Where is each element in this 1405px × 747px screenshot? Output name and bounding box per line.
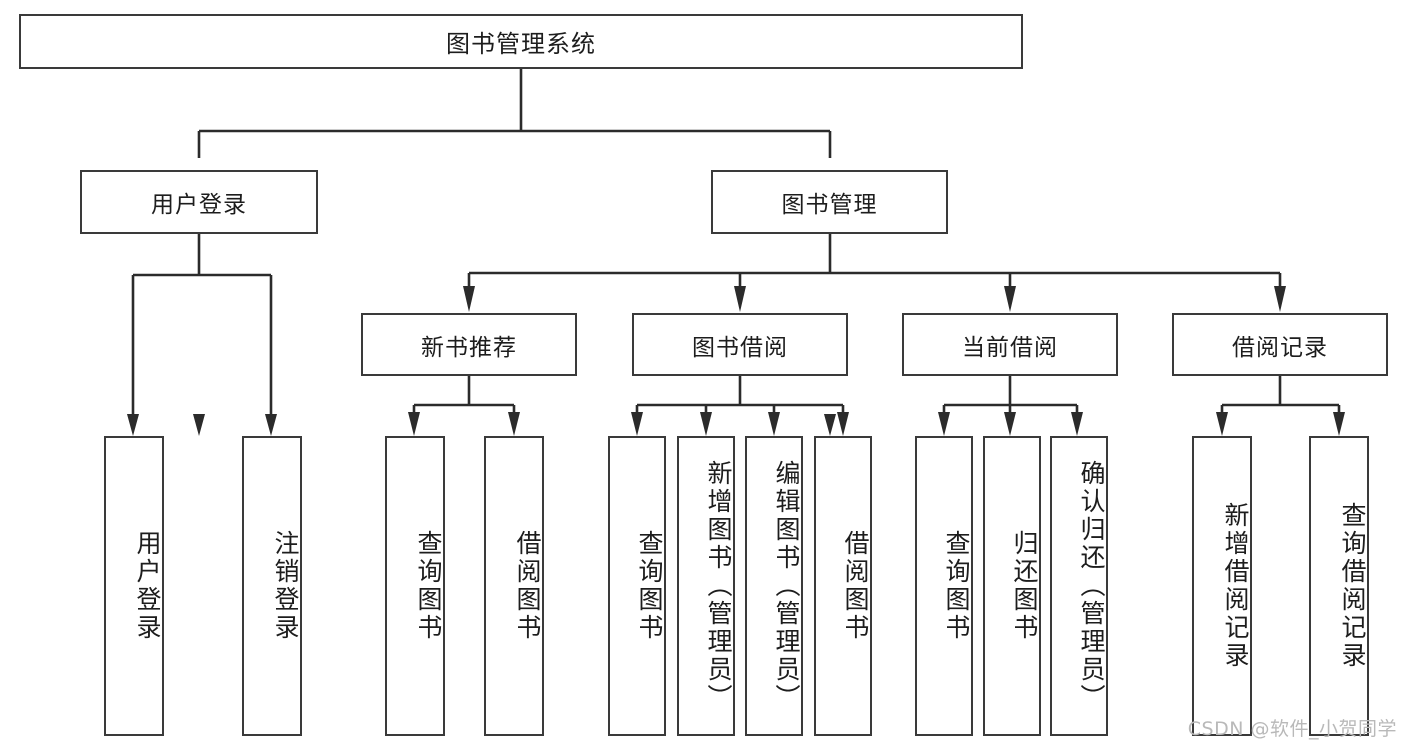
leaf-confirm-return[interactable]: 确认归还（管理员） <box>1050 436 1108 736</box>
node-label: 查询图书 <box>942 530 971 642</box>
leaf-query-book-new[interactable]: 查询图书 <box>385 436 445 736</box>
node-label: 新增图书（管理员） <box>704 460 733 712</box>
node-label: 编辑图书（管理员） <box>772 460 801 712</box>
node-user-login[interactable]: 用户登录 <box>80 170 318 234</box>
leaf-borrow-book[interactable]: 借阅图书 <box>814 436 872 736</box>
watermark-text: CSDN @软件_小贺同学 <box>1187 718 1397 740</box>
node-label: 确认归还（管理员） <box>1077 460 1106 712</box>
leaf-return-book[interactable]: 归还图书 <box>983 436 1041 736</box>
node-book-management[interactable]: 图书管理 <box>711 170 948 234</box>
node-label: 查询借阅记录 <box>1338 502 1367 670</box>
node-label: 当前借阅 <box>962 334 1058 361</box>
node-borrow-record[interactable]: 借阅记录 <box>1172 313 1388 376</box>
leaf-query-book-borrow[interactable]: 查询图书 <box>608 436 666 736</box>
node-label: 新增借阅记录 <box>1221 502 1250 670</box>
leaf-user-login[interactable]: 用户登录 <box>104 436 164 736</box>
leaf-add-borrow-record[interactable]: 新增借阅记录 <box>1192 436 1252 736</box>
node-label: 用户登录 <box>151 192 247 218</box>
node-label: 借阅图书 <box>841 530 870 642</box>
node-current-borrow[interactable]: 当前借阅 <box>902 313 1118 376</box>
node-label: 借阅图书 <box>513 530 542 642</box>
node-label: 图书借阅 <box>692 334 788 361</box>
node-label: 注销登录 <box>271 530 300 642</box>
node-label: 用户登录 <box>133 530 162 642</box>
node-label: 查询图书 <box>414 530 443 642</box>
leaf-query-borrow-record[interactable]: 查询借阅记录 <box>1309 436 1369 736</box>
node-label: 查询图书 <box>635 530 664 642</box>
leaf-add-book[interactable]: 新增图书（管理员） <box>677 436 735 736</box>
node-book-borrow[interactable]: 图书借阅 <box>632 313 848 376</box>
node-label: 图书管理系统 <box>446 30 596 58</box>
node-label: 归还图书 <box>1010 530 1039 642</box>
leaf-logout-login[interactable]: 注销登录 <box>242 436 302 736</box>
node-label: 借阅记录 <box>1232 334 1328 361</box>
leaf-edit-book[interactable]: 编辑图书（管理员） <box>745 436 803 736</box>
node-new-book-recommend[interactable]: 新书推荐 <box>361 313 577 376</box>
node-label: 新书推荐 <box>421 334 517 361</box>
leaf-borrow-book-new[interactable]: 借阅图书 <box>484 436 544 736</box>
node-label: 图书管理 <box>781 192 878 218</box>
node-root-system[interactable]: 图书管理系统 <box>19 14 1023 69</box>
leaf-query-book-current[interactable]: 查询图书 <box>915 436 973 736</box>
